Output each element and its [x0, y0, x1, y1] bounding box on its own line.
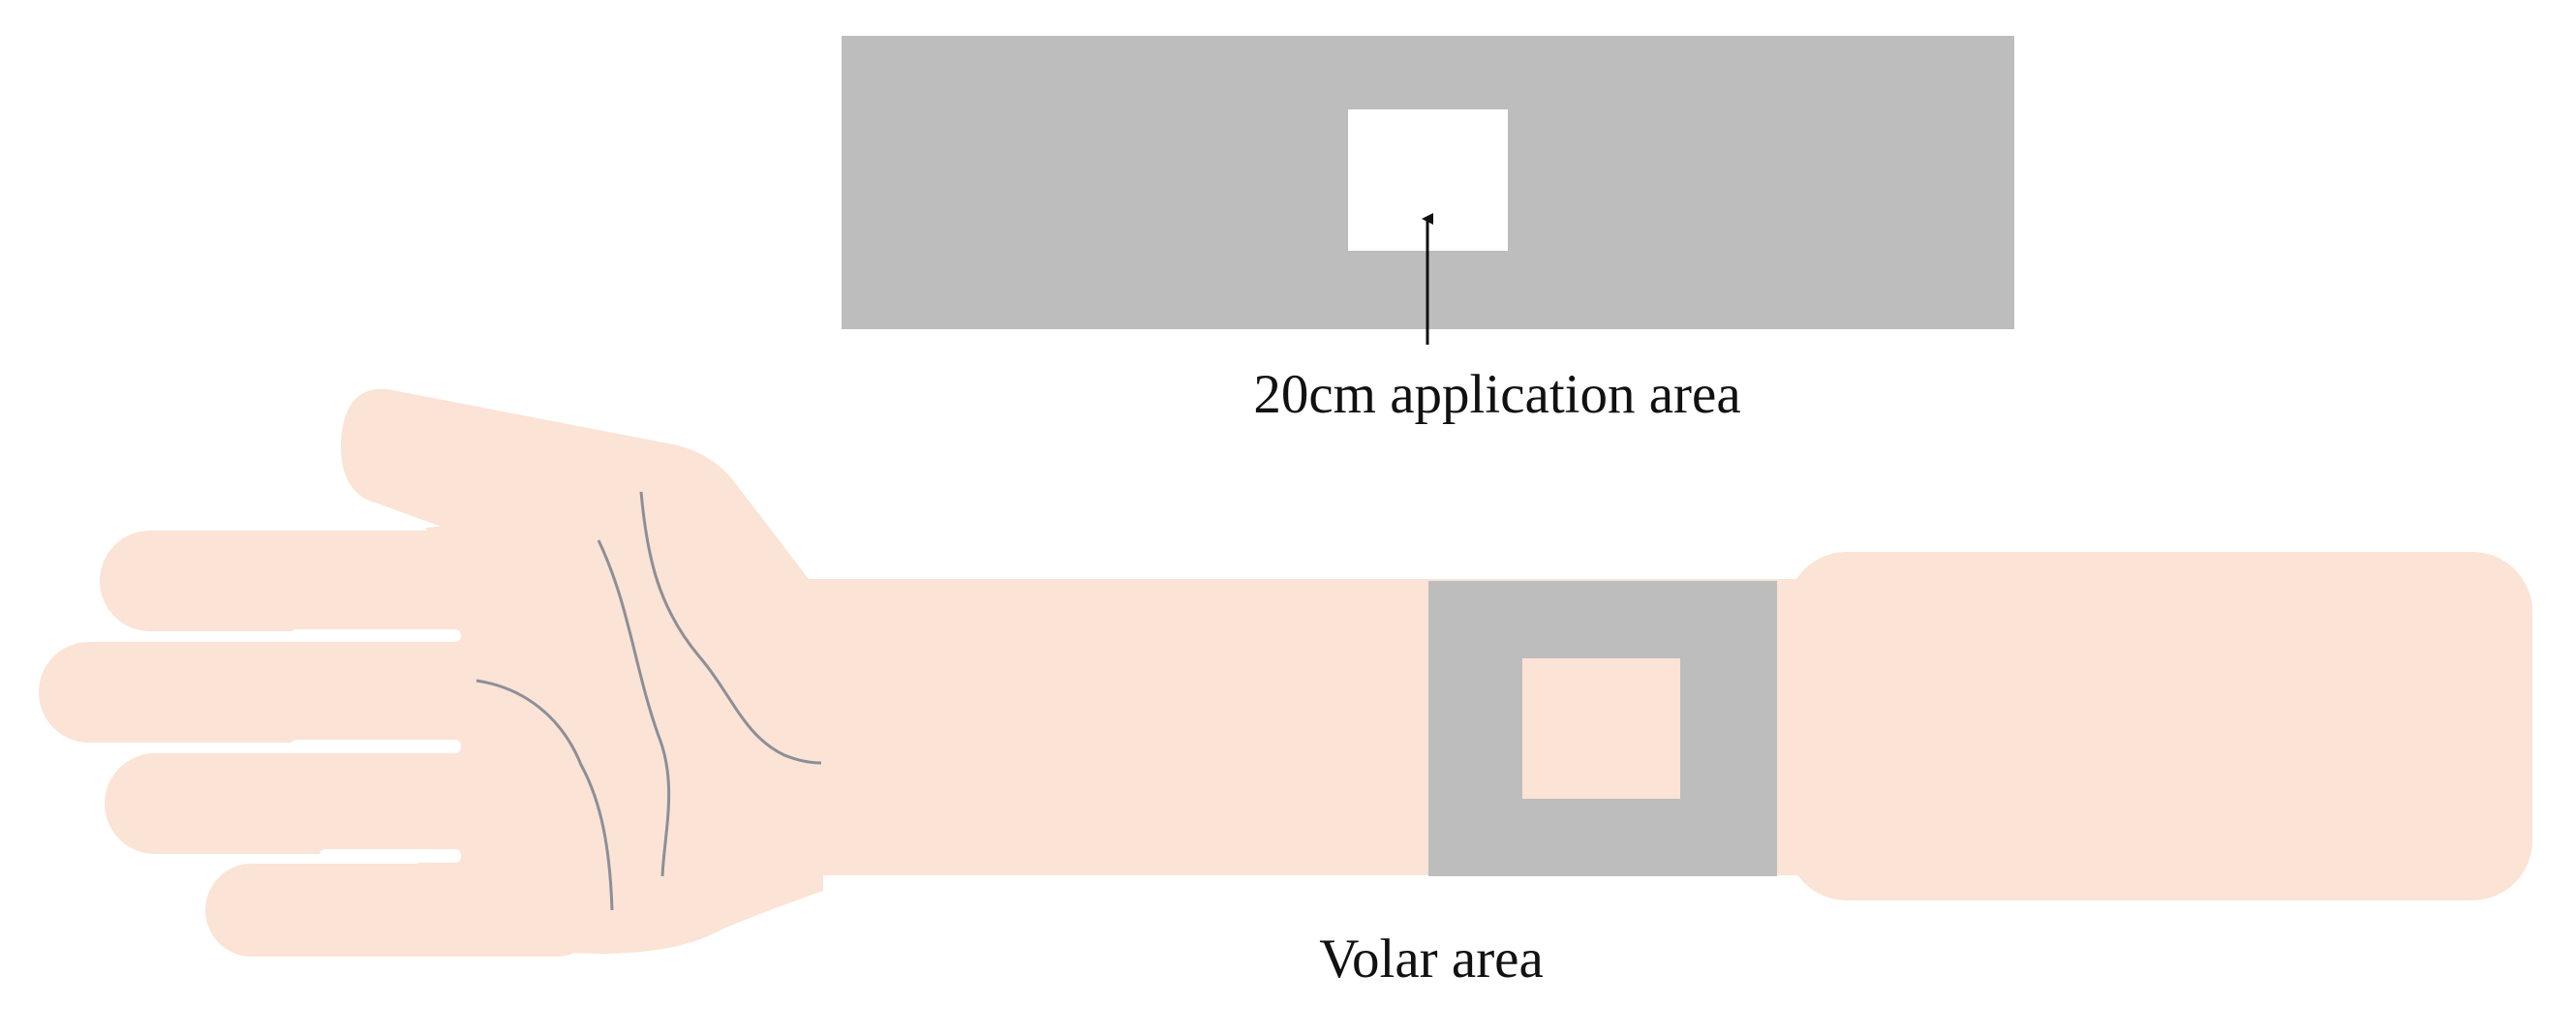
finger-ring [105, 753, 603, 854]
palm-line-3 [475, 679, 614, 911]
upper-arm [1787, 552, 2532, 900]
finger-middle [39, 642, 600, 743]
volar-application-site [1522, 658, 1680, 799]
volar-area-label: Volar area [1319, 928, 1544, 989]
application-area-label: 20cm application area [1253, 364, 1740, 425]
arm-hand-illustration [39, 388, 2532, 957]
finger-gap-2 [291, 740, 461, 753]
palm-line-1 [597, 539, 671, 877]
palm-line-2 [639, 491, 822, 765]
finger-index [100, 531, 603, 631]
patch-strip [842, 36, 2014, 345]
finger-little [205, 864, 602, 957]
finger-gap-1 [291, 629, 461, 642]
finger-gap-3 [320, 849, 461, 863]
